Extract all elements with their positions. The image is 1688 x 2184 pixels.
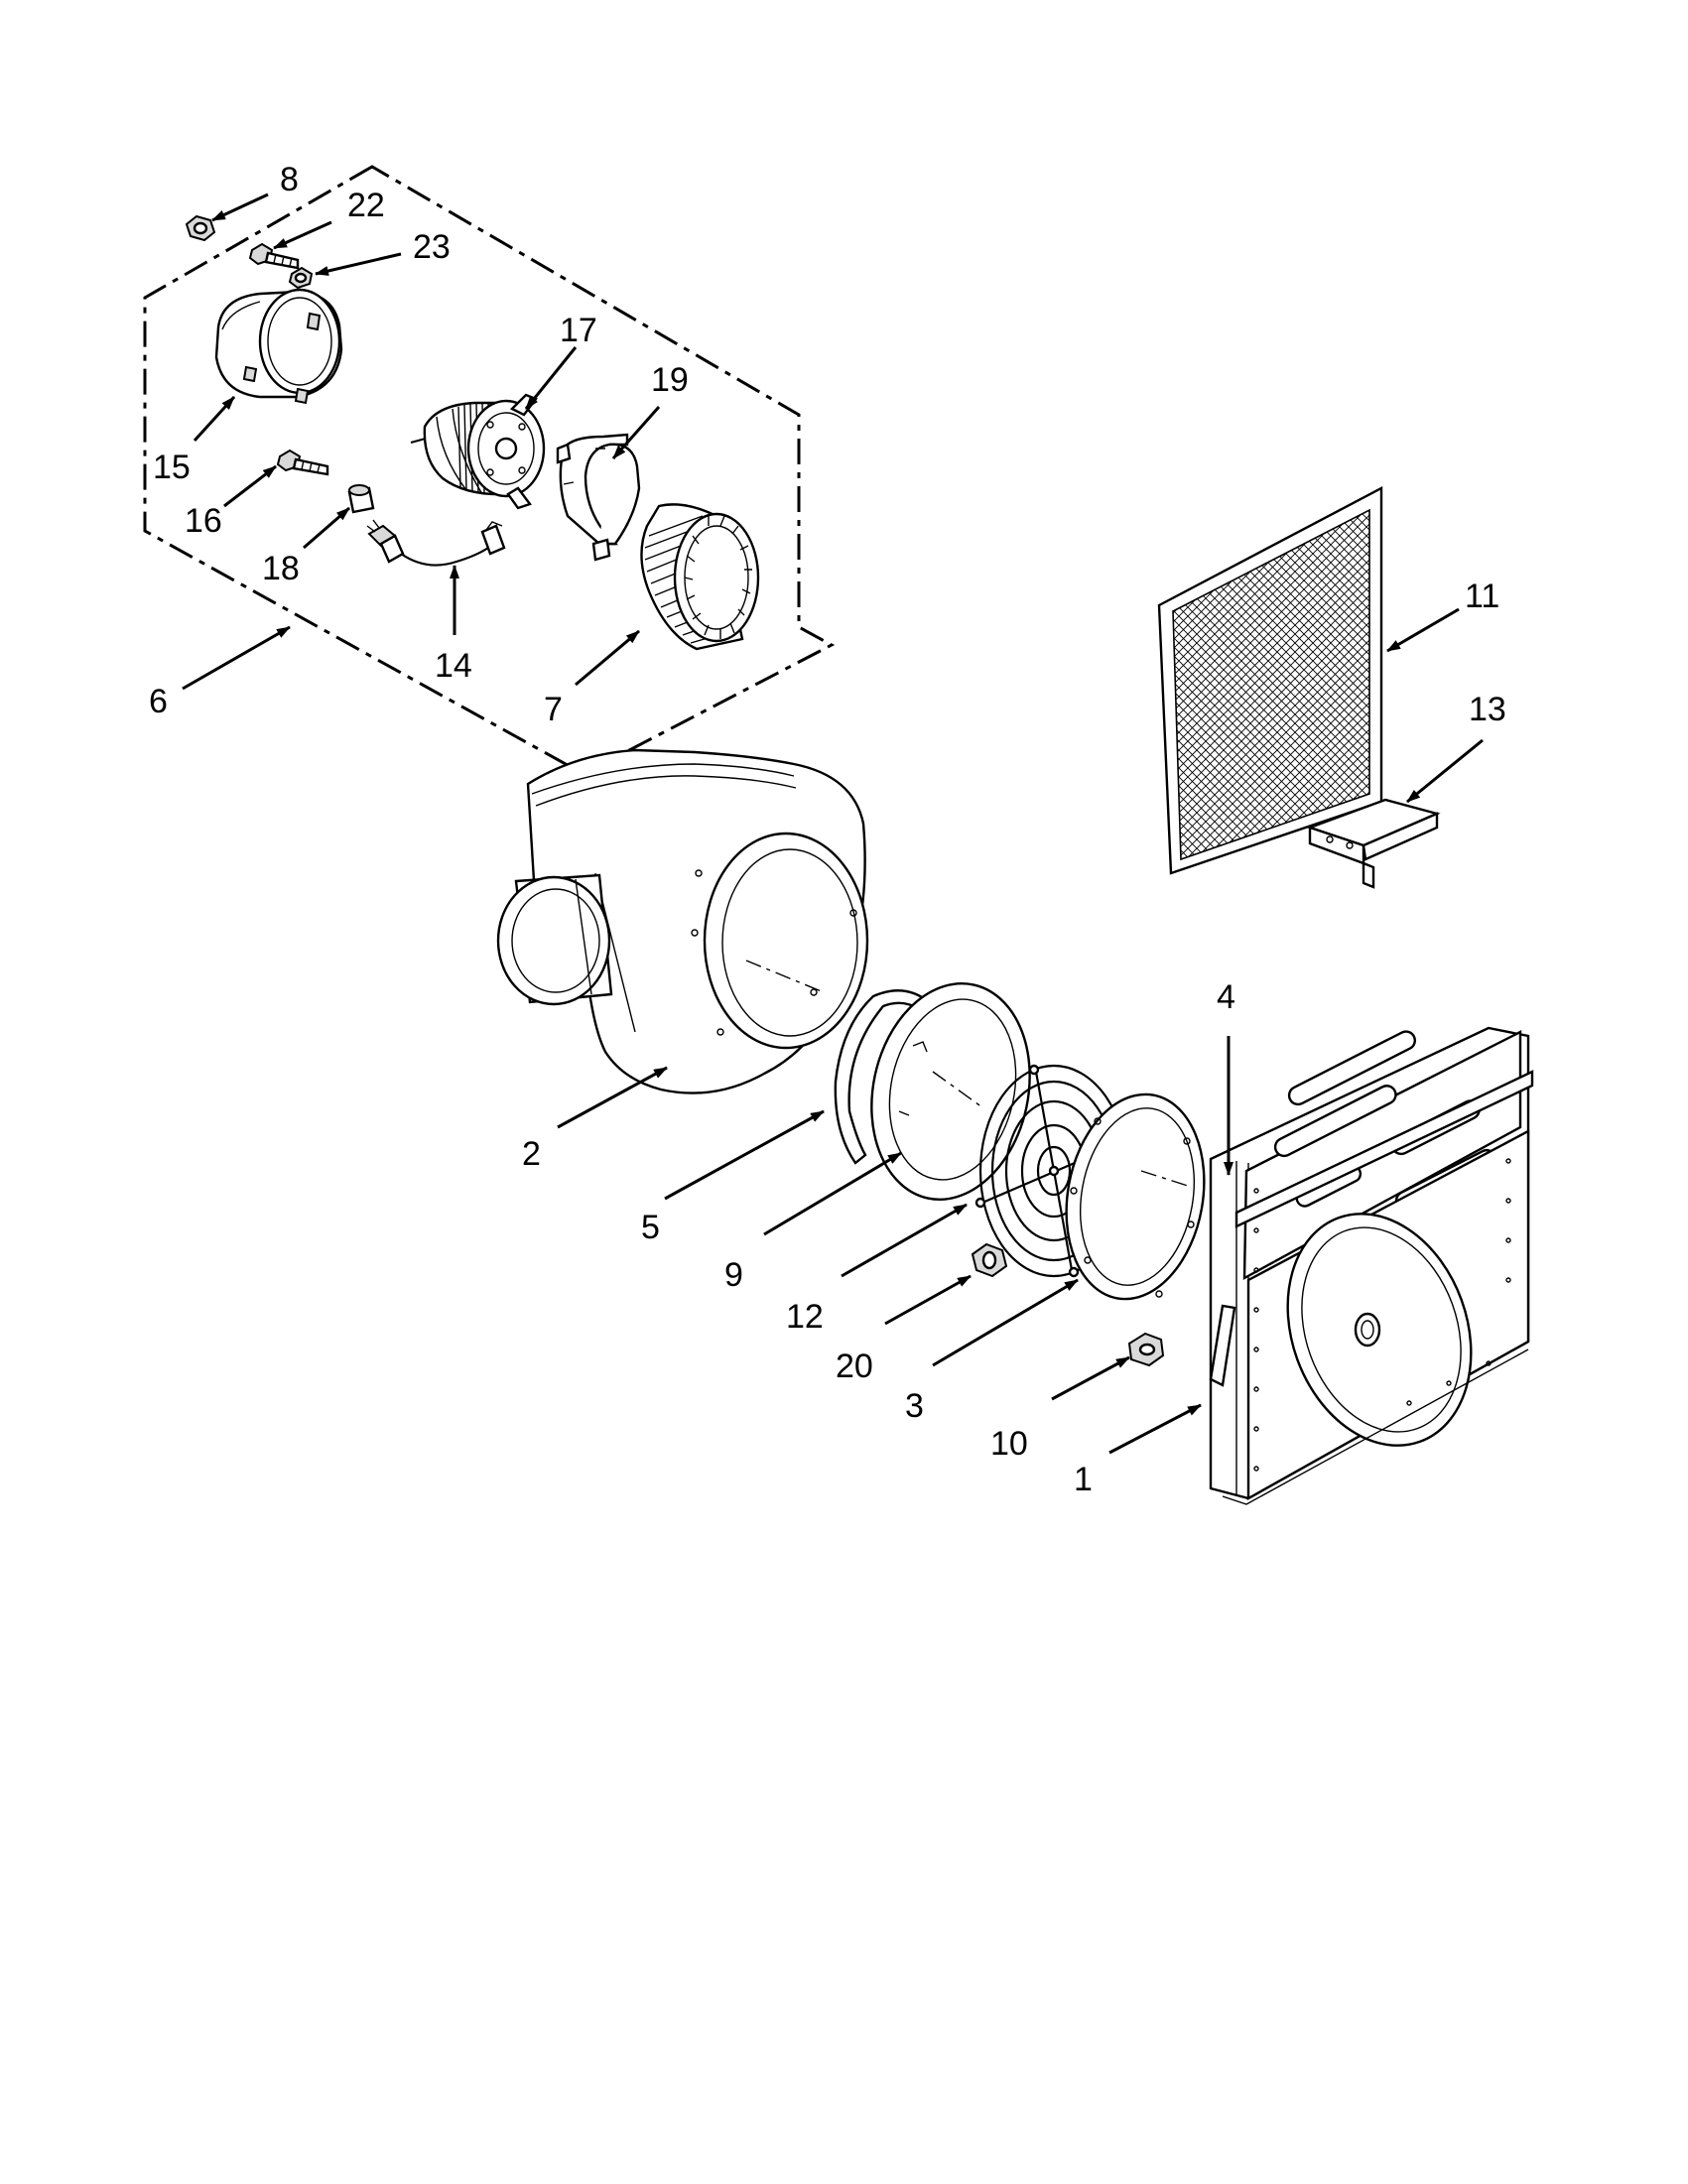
part-17-motor[interactable] (410, 393, 546, 510)
part-11-filter[interactable] (1157, 486, 1383, 875)
callout-23: 23 (413, 228, 451, 266)
part-23-nut[interactable] (288, 266, 314, 290)
part-14-wire-harness[interactable] (366, 519, 506, 567)
part-1-housing-panel[interactable] (1209, 1026, 1534, 1505)
part-2-blower-housing[interactable] (496, 748, 869, 1094)
part-7-blower-wheel[interactable] (640, 503, 760, 651)
rivet-dots (1253, 1158, 1511, 1472)
callout-14: 14 (435, 647, 472, 685)
part-3-gasket-ring[interactable] (1051, 1084, 1220, 1310)
callout-19: 19 (651, 361, 689, 399)
callout-6: 6 (149, 683, 168, 720)
callout-3: 3 (905, 1387, 924, 1425)
part-22-screw[interactable] (248, 242, 300, 270)
part-18-spacer[interactable] (347, 484, 375, 514)
part-13-bracket[interactable] (1306, 798, 1441, 889)
callout-10: 10 (990, 1425, 1028, 1463)
part-16-screw[interactable] (276, 449, 329, 476)
callout-5: 5 (641, 1209, 660, 1246)
motor-assembly-boundary (143, 165, 836, 776)
callout-22: 22 (347, 187, 385, 224)
callout-8: 8 (280, 161, 299, 198)
callout-18: 18 (262, 550, 300, 587)
callout-11: 11 (1465, 578, 1499, 615)
part-19-bracket[interactable] (556, 433, 641, 562)
callout-15: 15 (153, 449, 191, 486)
callout-4: 4 (1217, 978, 1235, 1016)
leader-arrows (182, 193, 1484, 1455)
callout-2: 2 (522, 1135, 541, 1173)
callout-17: 17 (560, 312, 597, 349)
part-10-nut[interactable] (1127, 1332, 1165, 1367)
callout-7: 7 (544, 691, 563, 728)
part-20-nut[interactable] (971, 1242, 1008, 1278)
callout-1: 1 (1074, 1461, 1093, 1498)
part-15-motor-mount[interactable] (214, 288, 343, 405)
part-8-nut[interactable] (185, 214, 216, 242)
part-9-inlet-ring[interactable] (852, 968, 1049, 1215)
callout-12: 12 (786, 1298, 824, 1336)
callout-13: 13 (1469, 691, 1506, 728)
callout-20: 20 (836, 1348, 873, 1385)
callout-16: 16 (185, 502, 222, 540)
blower-inner-blades (684, 515, 752, 639)
callout-labels: 8 22 23 17 19 15 16 18 14 7 6 11 13 4 2 … (149, 161, 1506, 1498)
callout-9: 9 (724, 1256, 743, 1294)
